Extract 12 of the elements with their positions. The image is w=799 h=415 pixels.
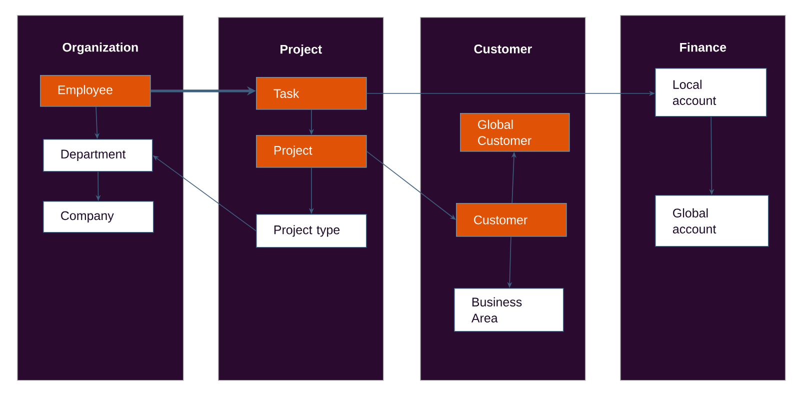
entity-box: Customer	[456, 203, 567, 237]
entity-box: Global Customer	[460, 113, 570, 152]
entity-box: Department	[43, 139, 153, 172]
entity-box: Employee	[40, 75, 151, 107]
entity-box: Company	[43, 201, 154, 233]
entity-box: Business Area	[454, 288, 564, 332]
entity-box: Project type	[256, 214, 367, 248]
arrow	[366, 151, 456, 220]
entity-box: Project	[256, 135, 367, 168]
entity-box: Task	[256, 77, 367, 110]
entity-box: Global account	[655, 195, 769, 247]
entity-box: Local account	[655, 68, 767, 117]
